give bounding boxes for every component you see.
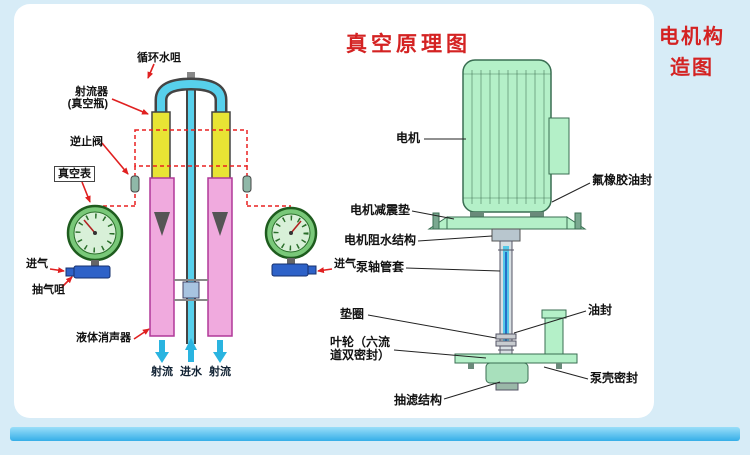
motor-junction-box — [548, 117, 570, 175]
label-motor: 电机 — [396, 131, 421, 145]
motor-diagram-title: 电机构 造图 — [650, 22, 734, 84]
water-inlet-pipe — [186, 72, 196, 344]
label-fkm-oil-seal: 氟橡胶油封 — [592, 173, 653, 187]
muffler-column-left — [149, 177, 175, 337]
flow-arrow-jet-left — [155, 340, 169, 363]
label-jet-device-line1: 射流器 — [75, 86, 108, 98]
label-check-valve: 逆止阀 — [70, 136, 103, 148]
shaft-tube — [495, 240, 517, 358]
label-suction-filter: 抽滤结构 — [394, 393, 443, 407]
check-valve-left — [130, 175, 140, 193]
center-fitting — [182, 281, 200, 299]
nozzle-cone-right — [212, 212, 228, 236]
label-water-block: 电机阻水结构 — [344, 233, 417, 247]
label-jet-device: 射流器 (真空瓶) — [50, 86, 108, 110]
label-air-inlet-left: 进气 — [26, 258, 48, 270]
label-vacuum-gauge: 真空表 — [54, 166, 95, 182]
label-impeller: 叶轮（六流 道双密封） — [330, 336, 390, 362]
label-impeller-line1: 叶轮（六流 — [330, 335, 391, 349]
flow-arrow-jet-right — [213, 340, 227, 363]
circulating-pipe — [154, 77, 228, 118]
inlet-valve-right — [271, 263, 317, 277]
annotation-arrows — [49, 63, 333, 340]
vacuum-diagram-title: 真空原理图 — [346, 33, 471, 56]
label-suction-nozzle: 抽气咀 — [32, 284, 65, 296]
shock-pad-left — [470, 212, 484, 217]
label-air-inlet-right: 进气 — [334, 258, 356, 270]
motor-body — [462, 59, 552, 213]
inlet-valve-left — [65, 265, 111, 279]
bottom-bar — [10, 427, 740, 441]
vacuum-dashed-lines — [95, 129, 291, 207]
motor-title-line2: 造图 — [670, 57, 714, 79]
label-liquid-muffler: 液体消声器 — [76, 332, 131, 344]
label-jet-left: 射流 — [151, 366, 173, 378]
label-impeller-line2: 道双密封） — [330, 348, 391, 362]
vacuum-diagram-graphic — [49, 63, 333, 363]
outlet-pipe — [541, 309, 567, 359]
label-shaft-sleeve: 泵轴管套 — [356, 260, 405, 274]
label-shell-seal: 泵壳密封 — [590, 371, 639, 385]
nozzle-cone-left — [154, 212, 170, 236]
motor-diagram-graphic — [367, 59, 591, 400]
label-damping-pad: 电机减震垫 — [350, 203, 411, 217]
label-jet-device-line2: (真空瓶) — [67, 98, 108, 110]
label-oil-seal: 油封 — [588, 303, 613, 317]
leader-lines — [367, 138, 591, 400]
label-jet-right: 射流 — [209, 366, 231, 378]
check-valve-right — [242, 175, 252, 193]
label-water-in: 进水 — [180, 366, 202, 378]
label-washer: 垫圈 — [340, 307, 365, 321]
muffler-column-right — [207, 177, 233, 337]
pump-casing — [454, 353, 578, 391]
water-block-structure — [491, 228, 521, 242]
ejector-left — [151, 111, 171, 185]
flow-arrow-water-in — [185, 338, 197, 362]
label-circulating-nozzle: 循环水咀 — [137, 52, 181, 64]
motor-title-line1: 电机构 — [659, 26, 725, 48]
shock-pad-right — [530, 212, 544, 217]
vacuum-gauge-right — [264, 206, 318, 264]
vacuum-gauge-left — [66, 204, 124, 266]
ejector-right — [211, 111, 231, 185]
mounting-flange — [427, 212, 587, 230]
